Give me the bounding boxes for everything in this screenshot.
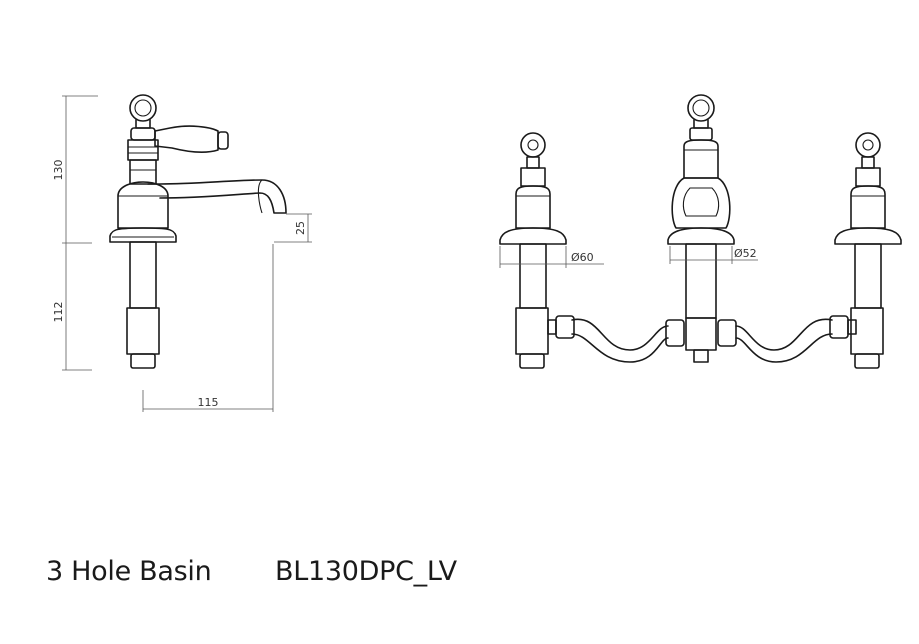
dim-spout-reach: 115 (198, 396, 219, 409)
dim-spout-diameter: Ø52 (734, 247, 757, 260)
dim-height-upper: 130 (52, 160, 65, 181)
connector-hoses (547, 315, 857, 363)
dim-side-tap-diameter: Ø60 (571, 251, 594, 264)
right-tap (834, 132, 902, 369)
dim-spout-height: 25 (294, 221, 307, 235)
centre-spout (667, 94, 735, 363)
side-view (109, 94, 287, 369)
side-view-dimensions: 130 112 25 115 (52, 95, 312, 412)
product-name: 3 Hole Basin (46, 556, 212, 587)
product-code: BL130DPC_LV (275, 556, 457, 587)
front-view-dimensions: Ø60 Ø52 (499, 246, 758, 268)
dim-height-lower: 112 (52, 302, 65, 323)
